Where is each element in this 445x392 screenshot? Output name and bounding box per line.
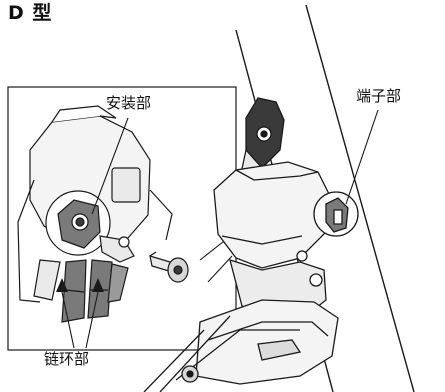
leader-line-mount (91, 117, 129, 215)
front-derailleur-main (143, 97, 359, 392)
chainring-arrows (56, 278, 104, 292)
leader-line-chainring-right (85, 291, 99, 349)
leader-lines (61, 109, 379, 349)
leader-line-terminal (345, 109, 379, 205)
leader-line-chainring-left (61, 291, 75, 349)
label-terminal: 端子部 (356, 87, 402, 105)
label-chainring: 链环部 (44, 350, 90, 368)
label-mount: 安装部 (106, 94, 152, 112)
inset-detail-box (7, 86, 237, 351)
page-title: D 型 (8, 2, 53, 24)
